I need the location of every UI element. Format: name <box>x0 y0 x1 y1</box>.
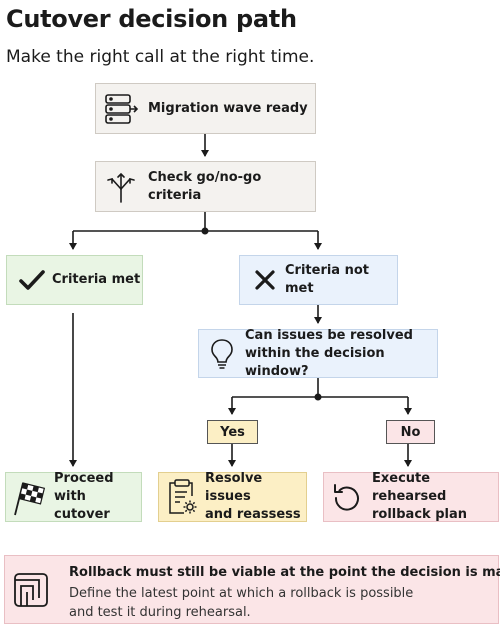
rollback-note: Rollback must still be viable at the poi… <box>4 555 500 624</box>
split-arrows-icon <box>102 169 140 205</box>
note-title: Rollback must still be viable at the poi… <box>69 565 500 580</box>
node-label-line1: Resolve issues <box>205 471 263 504</box>
node-proceed-cutover: Proceed with cutover <box>5 471 142 522</box>
junction-dot-split <box>201 227 209 235</box>
node-label-line1: Proceed <box>54 471 114 486</box>
node-label: Criteria not met <box>285 263 370 296</box>
node-label: Check go/no-go criteria <box>148 169 262 203</box>
lightbulb-icon <box>209 338 235 370</box>
node-check-criteria: Check go/no-go criteria <box>95 161 316 212</box>
server-icon <box>102 91 140 127</box>
page-subtitle: Make the right call at the right time. <box>6 47 315 67</box>
node-label-line2: with cutover <box>54 489 110 522</box>
node-label-line2: and reassess <box>205 507 301 522</box>
tag-no: No <box>386 420 435 444</box>
page-title: Cutover decision path <box>6 5 297 33</box>
node-label-line2: rollback plan <box>372 507 467 522</box>
node-question: Can issues be resolved within the decisi… <box>198 327 438 379</box>
node-resolve-issues: Resolve issues and reassess <box>158 471 307 522</box>
clipboard-gear-icon <box>165 478 199 516</box>
check-icon <box>19 268 45 292</box>
node-migration-wave-ready: Migration wave ready <box>95 83 316 134</box>
node-label: Migration wave ready <box>148 100 308 116</box>
layers-icon <box>11 571 51 609</box>
node-label-line1: Execute rehearsed <box>372 471 447 504</box>
node-label-line1: Can issues be resolved <box>245 327 413 343</box>
node-label-line2: within the decision window? <box>245 345 385 379</box>
node-execute-rollback: Execute rehearsed rollback plan <box>323 471 499 522</box>
undo-arrow-icon <box>330 481 364 513</box>
x-icon <box>254 269 276 291</box>
node-label: Criteria met <box>52 272 141 287</box>
checkered-flag-icon <box>10 477 50 517</box>
junction-dot-question <box>314 393 322 401</box>
node-criteria-met: Criteria met <box>6 255 143 305</box>
node-criteria-not-met: Criteria not met <box>239 255 398 305</box>
tag-yes: Yes <box>207 420 258 444</box>
note-body-line1: Define the latest point at which a rollb… <box>69 586 414 601</box>
note-body-line2: and test it during rehearsal. <box>69 605 251 620</box>
